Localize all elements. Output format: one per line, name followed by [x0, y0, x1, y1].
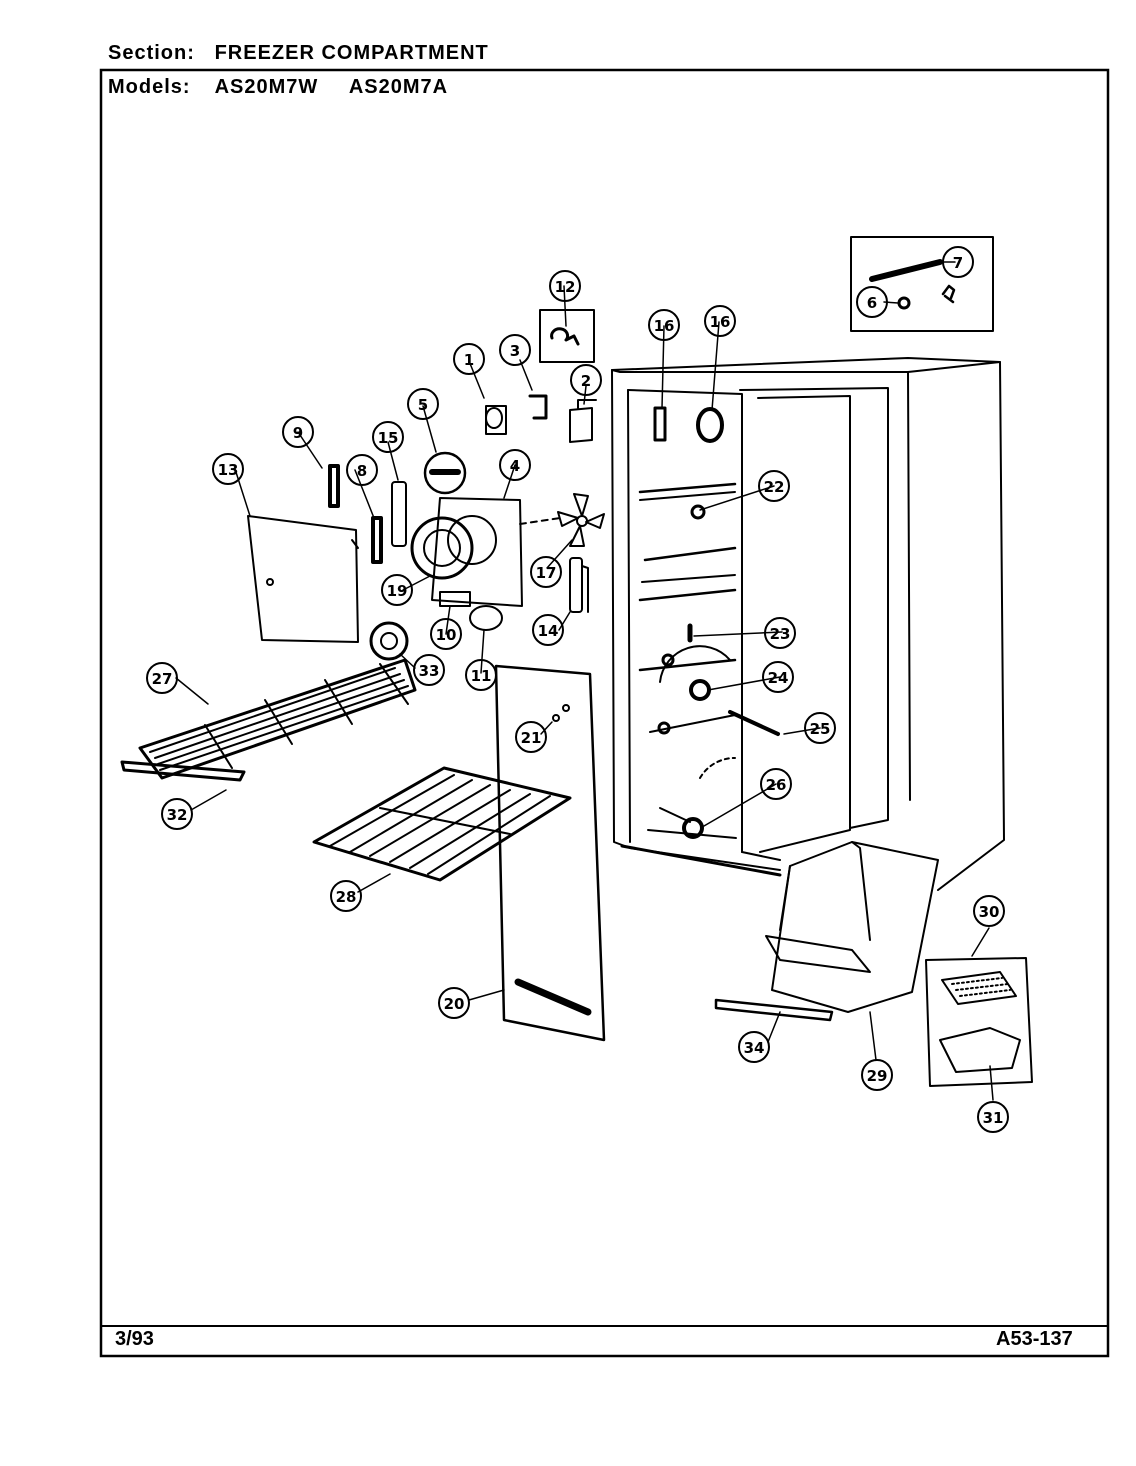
callout-21: 21	[521, 729, 542, 747]
wire-shelf-lower	[312, 766, 572, 882]
callout-15: 15	[378, 429, 399, 447]
callout-6: 6	[867, 294, 877, 312]
callout-34: 34	[744, 1039, 765, 1057]
callout-19: 19	[387, 582, 408, 600]
callout-17: 17	[536, 564, 557, 582]
fan-motor-assembly	[328, 394, 605, 661]
bin-trim-34	[714, 998, 834, 1022]
section-value: FREEZER COMPARTMENT	[214, 42, 489, 64]
door-bin	[765, 841, 939, 1013]
callout-16: 16	[654, 317, 675, 335]
callout-4: 4	[510, 457, 520, 475]
models-line: Models: AS20M7W AS20M7A	[108, 76, 448, 99]
callout-23: 23	[770, 625, 791, 643]
callout-3: 3	[510, 342, 520, 360]
callout-26: 26	[766, 776, 787, 794]
callout-20: 20	[444, 995, 465, 1013]
callout-30: 30	[979, 903, 1000, 921]
inset-box-top-right	[850, 236, 994, 332]
callout-1: 1	[464, 351, 474, 369]
callout-5: 5	[418, 396, 428, 414]
diagram-frame	[99, 68, 1110, 1358]
callout-circles	[146, 246, 1009, 1133]
rear-cover-panel	[247, 515, 359, 643]
wire-shelf-upper	[138, 658, 417, 780]
callout-8: 8	[357, 462, 367, 480]
callout-31: 31	[983, 1109, 1004, 1127]
callout-25: 25	[810, 720, 831, 738]
callout-13: 13	[218, 461, 239, 479]
leader-lines	[175, 261, 994, 1101]
callout-7: 7	[953, 254, 963, 272]
callout-32: 32	[167, 806, 188, 824]
shelf-trim-32	[120, 760, 246, 782]
callout-28: 28	[336, 888, 357, 906]
section-label: Section:	[108, 42, 195, 64]
freezer-cabinet	[611, 357, 1005, 891]
model-2: AS20M7A	[348, 76, 449, 98]
callout-27: 27	[152, 670, 173, 688]
callout-9: 9	[293, 424, 303, 442]
callout-10: 10	[436, 626, 457, 644]
callout-22: 22	[764, 478, 785, 496]
callout-14: 14	[538, 622, 559, 640]
inset-box-12	[539, 309, 595, 363]
callout-2: 2	[581, 372, 591, 390]
footer-code: A53-137	[996, 1328, 1073, 1350]
callout-12: 12	[555, 278, 576, 296]
models-label: Models:	[108, 76, 191, 98]
callout-24: 24	[768, 669, 789, 687]
section-line: Section: FREEZER COMPARTMENT	[108, 42, 489, 65]
inset-box-ice	[925, 957, 1033, 1087]
callout-16: 16	[710, 313, 731, 331]
divider-panel	[494, 664, 606, 1042]
model-1: AS20M7W	[214, 76, 319, 98]
callout-29: 29	[867, 1067, 888, 1085]
callout-11: 11	[471, 667, 492, 685]
callout-33: 33	[419, 662, 440, 680]
footer-date: 3/93	[115, 1328, 154, 1350]
